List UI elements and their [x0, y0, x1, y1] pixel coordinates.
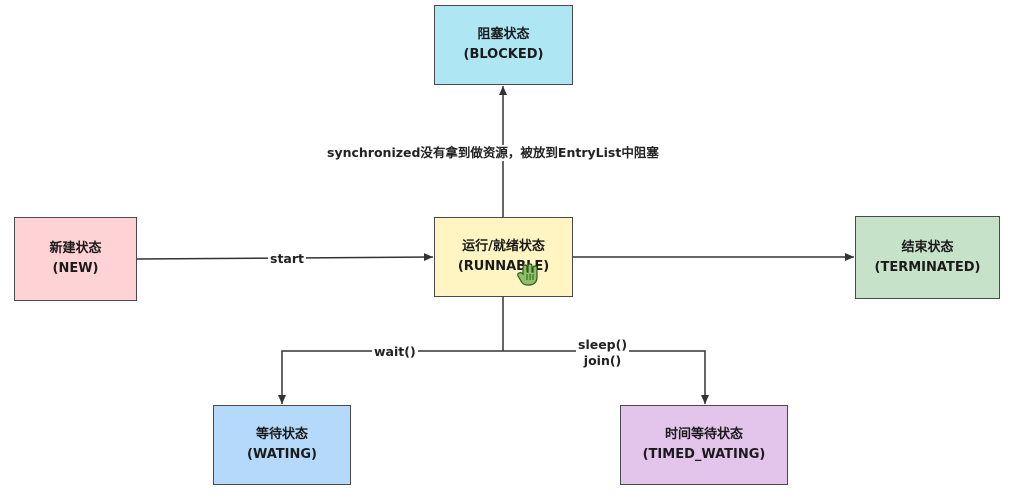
node-new-title: 新建状态	[49, 241, 102, 256]
node-terminated-subtitle: (TERMINATED)	[874, 259, 981, 275]
edge-branch-to-timed-waiting	[503, 350, 709, 404]
node-waiting-subtitle: (WATING)	[247, 447, 317, 462]
node-timed-waiting: 时间等待状态 (TIMED_WATING)	[620, 405, 788, 485]
node-new: 新建状态 (NEW)	[14, 217, 137, 301]
node-blocked: 阻塞状态 (BLOCKED)	[434, 5, 573, 85]
node-runnable-title: 运行/就绪状态	[462, 239, 545, 254]
node-terminated-title: 结束状态	[901, 239, 954, 255]
edge-label-sleep: sleep()	[578, 337, 628, 352]
edge-branch-to-waiting	[278, 350, 503, 404]
edge-label-sleep-join: sleep() join()	[576, 337, 630, 369]
hand-cursor-icon	[517, 263, 538, 286]
node-blocked-title: 阻塞状态	[477, 27, 530, 42]
edge-label-join: join()	[583, 353, 622, 368]
node-waiting-title: 等待状态	[255, 427, 308, 442]
node-timed-waiting-title: 时间等待状态	[664, 427, 743, 442]
edge-label-synchronized: synchronized没有拿到做资源，被放到EntryList中阻塞	[325, 145, 661, 161]
node-blocked-subtitle: (BLOCKED)	[463, 47, 544, 62]
edge-label-start: start	[268, 251, 306, 267]
node-runnable: 运行/就绪状态 (RUNNABLE)	[434, 217, 573, 297]
node-new-subtitle: (NEW)	[52, 261, 99, 276]
node-timed-waiting-subtitle: (TIMED_WATING)	[642, 447, 766, 462]
node-waiting: 等待状态 (WATING)	[213, 405, 351, 485]
node-terminated: 结束状态 (TERMINATED)	[855, 216, 1000, 299]
edge-label-wait: wait()	[372, 344, 418, 360]
